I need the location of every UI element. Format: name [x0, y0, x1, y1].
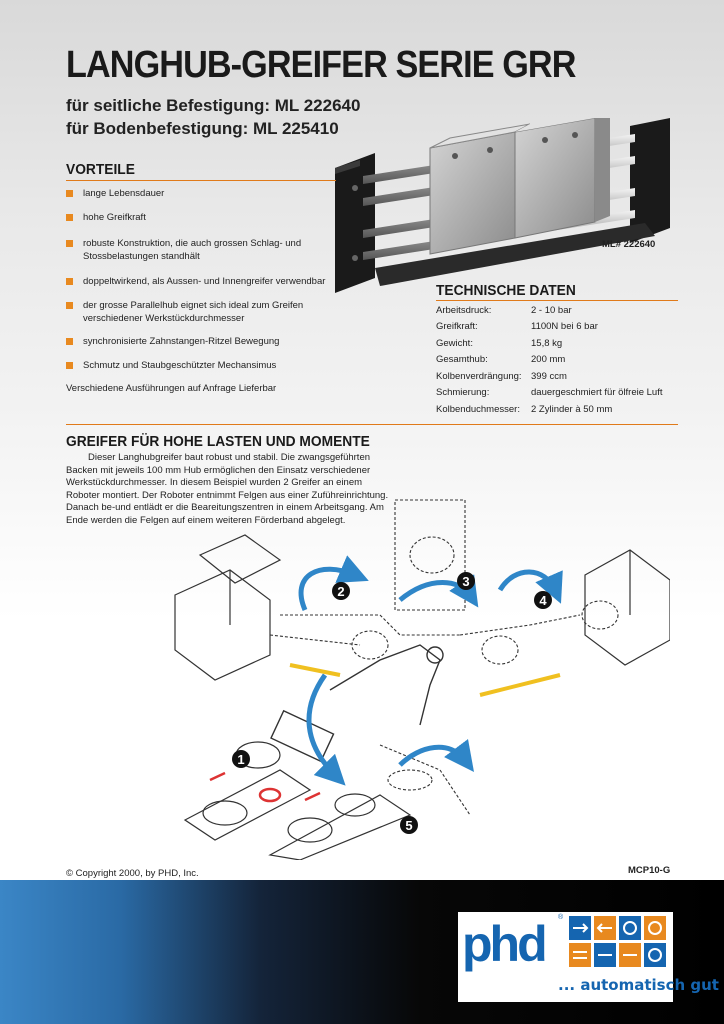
- table-row: Greifkraft:1100N bei 6 bar: [436, 321, 598, 333]
- robot-paths: [269, 499, 619, 816]
- linear-arrows: [289, 663, 561, 697]
- bullet-square-icon: [66, 362, 73, 369]
- table-row: Kolbenverdrängung:399 ccm: [436, 370, 567, 382]
- table-row: Gesamthub:200 mm: [436, 354, 566, 366]
- conveyor: [183, 741, 412, 860]
- document-code: MCP10-G: [628, 865, 671, 876]
- divider: [436, 300, 678, 301]
- step-marker-3: 3: [462, 574, 469, 589]
- feed-arrows: [209, 771, 321, 803]
- product-label: ML# 222640: [602, 239, 656, 250]
- table-row: Gewicht:15,8 kg: [436, 337, 563, 349]
- gripper-product-image: [335, 118, 670, 293]
- step-markers: 1 2 3 4 5: [232, 572, 552, 834]
- phd-logo: phd ® ... automatisch gut: [458, 912, 719, 1002]
- logo-icon-grid: [569, 916, 666, 967]
- bullet-square-icon: [66, 338, 73, 345]
- robot-cell-illustration: 1 2 3 4 5: [174, 499, 670, 860]
- bullet-square-icon: [66, 190, 73, 197]
- technical-data-table: Arbeitsdruck:2 - 10 bar Greifkraft:1100N…: [436, 302, 662, 418]
- section-heading-vorteile: VORTEILE: [66, 162, 135, 178]
- step-marker-4: 4: [539, 593, 547, 608]
- divider: [66, 424, 678, 425]
- logo-slogan: ... automatisch gut: [558, 976, 719, 994]
- divider: [66, 180, 336, 181]
- motion-arrows: [298, 555, 563, 786]
- variants-note: Verschiedene Ausführungen auf Anfrage Li…: [66, 383, 277, 394]
- table-row: Kolbenduchmesser:2 Zylinder à 50 mm: [436, 403, 613, 415]
- bullet-square-icon: [66, 278, 73, 285]
- machining-center-right: [584, 549, 670, 666]
- section-heading-application: GREIFER FÜR HOHE LASTEN UND MOMENTE: [66, 434, 370, 450]
- bullet-square-icon: [66, 302, 73, 309]
- section-heading-technical: TECHNISCHE DATEN: [436, 283, 576, 299]
- table-row: Schmierung:dauergeschmiert für ölfreie L…: [436, 387, 663, 399]
- application-description: Dieser Langhubgreifer baut robust und st…: [66, 452, 389, 526]
- copyright-text: © Copyright 2000, by PHD, Inc.: [66, 868, 199, 879]
- bullet-square-icon: [66, 240, 73, 247]
- table-row: Arbeitsdruck:2 - 10 bar: [436, 304, 572, 316]
- registered-mark: ®: [558, 914, 564, 921]
- subtitle-side-mount: für seitliche Befestigung: ML 222640: [66, 96, 361, 115]
- step-marker-1: 1: [237, 752, 244, 767]
- step-marker-2: 2: [337, 584, 344, 599]
- logo-wordmark: phd: [462, 916, 548, 972]
- subtitle-floor-mount: für Bodenbefestigung: ML 225410: [66, 119, 339, 138]
- bullet-square-icon: [66, 214, 73, 221]
- robot-arm: [270, 644, 444, 763]
- step-marker-5: 5: [405, 818, 412, 833]
- page-title: LANGHUB-GREIFER SERIE GRR: [66, 44, 576, 86]
- machining-center-left: [174, 534, 282, 681]
